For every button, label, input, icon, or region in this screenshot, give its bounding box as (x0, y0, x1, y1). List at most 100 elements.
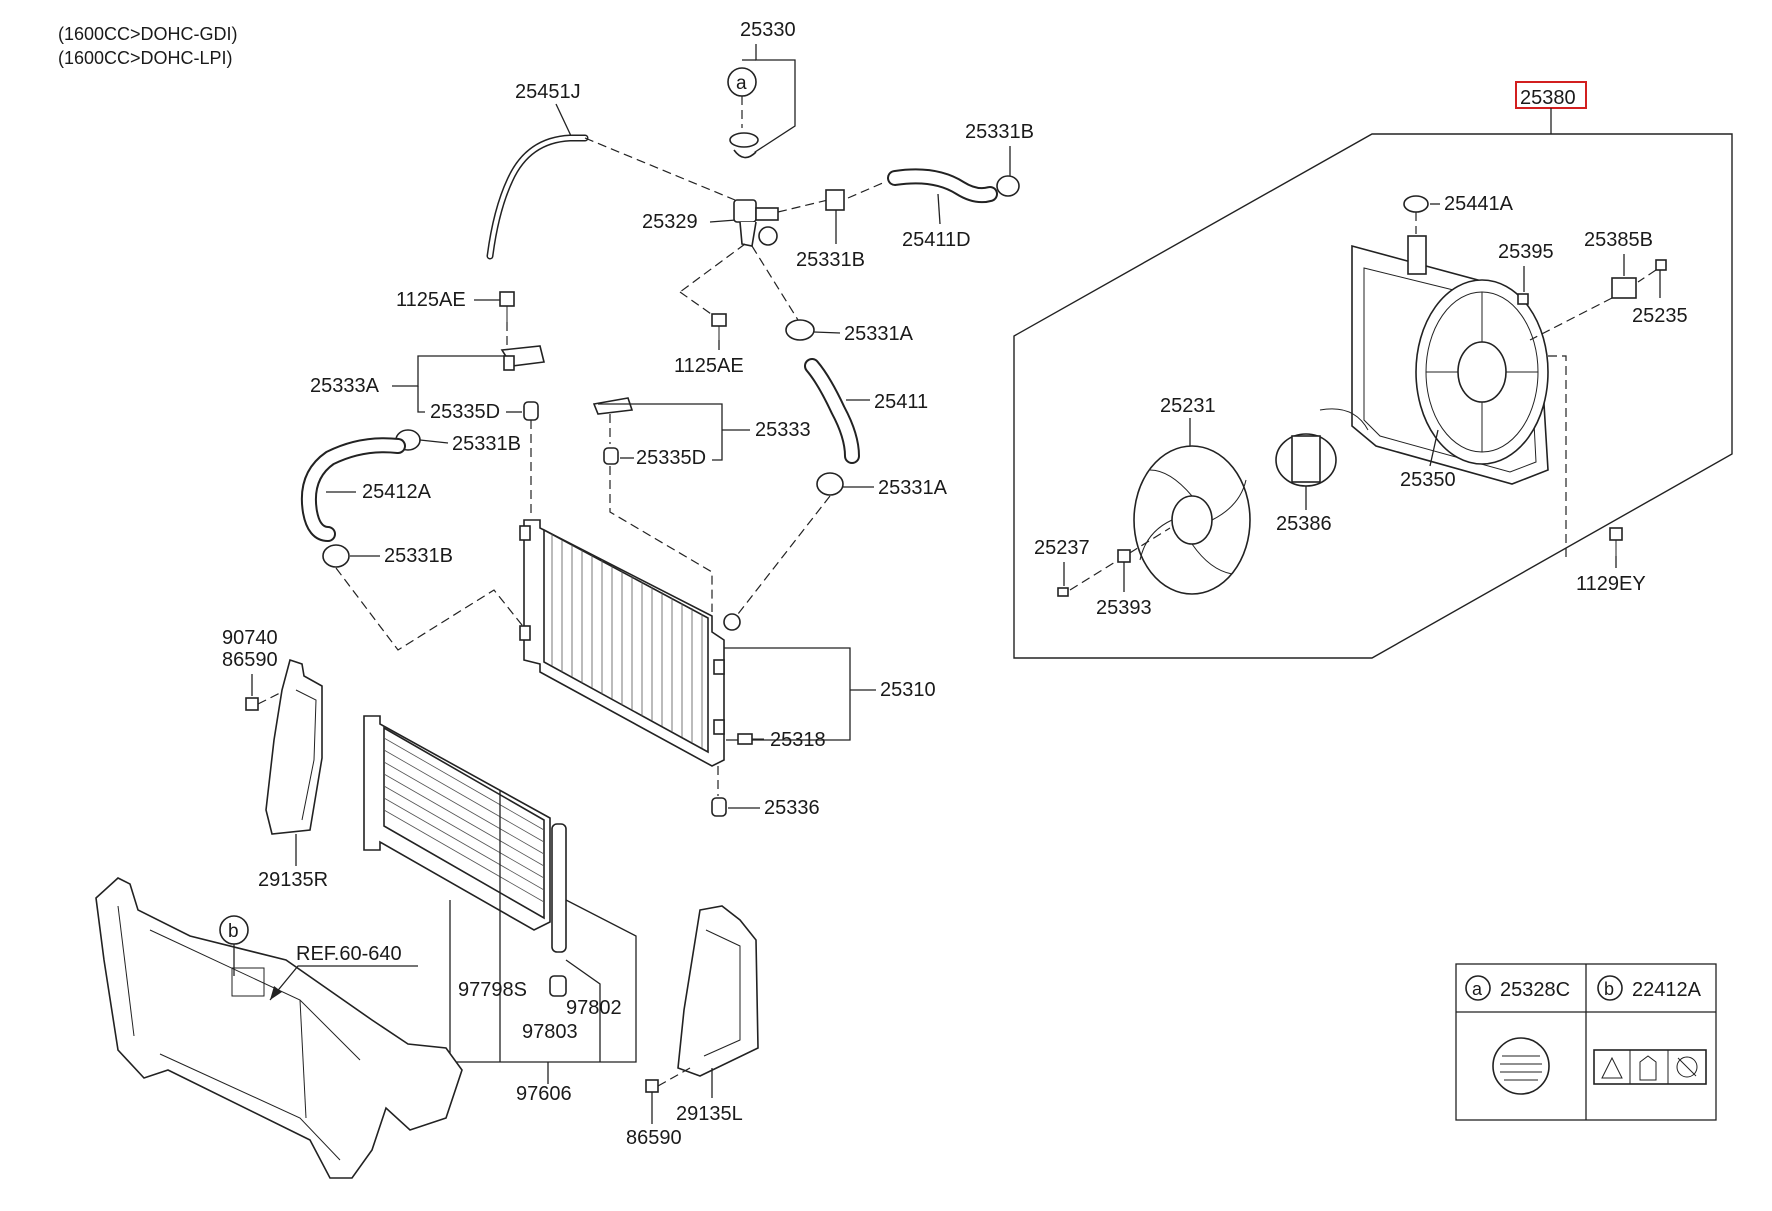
leader-25330 (751, 44, 796, 155)
part-label-29135R[interactable]: 29135R (258, 869, 328, 891)
part-label-97803[interactable]: 97803 (522, 1021, 578, 1043)
part-label-25331A-mid[interactable]: 25331A (878, 477, 948, 499)
part-label-25380: 25380 (1520, 87, 1576, 109)
part-label-25395[interactable]: 25395 (1498, 241, 1554, 263)
part-label-25380-box[interactable]: 25380 (1515, 81, 1587, 109)
part-label-25330[interactable]: 25330 (740, 19, 796, 41)
leader-25331A-top (813, 331, 841, 334)
dash-filler-to-clamp-b (777, 199, 829, 213)
rubber-grommet-icon (711, 797, 727, 817)
air-guard-left-icon (677, 905, 759, 1077)
part-label-25350[interactable]: 25350 (1400, 469, 1456, 491)
part-label-ref-60-640[interactable]: REF.60-640 (296, 943, 402, 965)
arrow-head-icon (270, 986, 282, 1000)
part-label-25235[interactable]: 25235 (1632, 305, 1688, 327)
leader-25333 (598, 403, 723, 461)
leader-25350 (1429, 429, 1439, 467)
part-label-25412A[interactable]: 25412A (362, 481, 432, 503)
part-label-25331A-top[interactable]: 25331A (844, 323, 914, 345)
bolt-icon (499, 291, 515, 322)
hose-clamp-icon (816, 472, 844, 496)
dash-hose-clamp (847, 181, 886, 199)
fan-blade-icon (1133, 445, 1251, 595)
warning-label-sticker-icon (1593, 1049, 1707, 1085)
part-label-25411D[interactable]: 25411D (902, 229, 971, 251)
part-label-86590-top[interactable]: 86590 (222, 649, 278, 671)
radiator-cap-icon (729, 132, 759, 159)
shroud-cap-icon (1403, 195, 1429, 213)
part-label-29135L[interactable]: 29135L (676, 1103, 743, 1125)
hose-clamp-icon (825, 189, 845, 211)
hose-clamp-icon (785, 319, 815, 341)
leader-25310 (724, 647, 851, 741)
coolant-label-sticker-icon (1492, 1037, 1550, 1095)
legend-table: a 25328C b 22412A (1455, 963, 1717, 1121)
part-label-25336[interactable]: 25336 (764, 797, 820, 819)
rubber-grommet-icon (523, 401, 539, 421)
part-label-25331B-top[interactable]: 25331B (965, 121, 1034, 143)
leader-25329 (709, 219, 737, 223)
svg-text:a: a (736, 73, 747, 94)
part-label-25335D-left[interactable]: 25335D (430, 401, 500, 423)
callout-b-marker[interactable]: b (219, 915, 249, 945)
part-label-1129EY[interactable]: 1129EY (1576, 573, 1646, 595)
clip-icon (1517, 293, 1529, 305)
screw-icon (1655, 259, 1667, 271)
hose-clamp-icon (322, 544, 350, 568)
leader-25331B-left (419, 439, 449, 444)
engine-note-gdi: (1600CC>DOHC-GDI) (58, 24, 238, 44)
part-label-25441A[interactable]: 25441A (1444, 193, 1514, 215)
clip-icon (645, 1079, 659, 1093)
fan-shroud-icon (1351, 235, 1549, 485)
engine-note-lpi: (1600CC>DOHC-LPI) (58, 48, 233, 68)
clip-icon (245, 697, 259, 711)
part-label-25331B-left[interactable]: 25331B (452, 433, 521, 455)
dash-25451J (584, 137, 736, 201)
part-label-97798S[interactable]: 97798S (458, 979, 527, 1001)
legend-b-part[interactable]: 22412A (1632, 979, 1702, 1001)
part-label-90740[interactable]: 90740 (222, 627, 278, 649)
part-label-25385B[interactable]: 25385B (1584, 229, 1653, 251)
leader-25333A-b (417, 386, 425, 413)
leader-25451J (555, 103, 573, 139)
part-label-97606[interactable]: 97606 (516, 1083, 572, 1105)
part-label-97802[interactable]: 97802 (566, 997, 622, 1019)
part-label-25231[interactable]: 25231 (1160, 395, 1216, 417)
part-label-25331B-bottom[interactable]: 25331B (384, 545, 453, 567)
part-label-86590-bottom[interactable]: 86590 (626, 1127, 682, 1149)
callout-a-marker[interactable]: a (727, 67, 757, 97)
part-label-25333A[interactable]: 25333A (310, 375, 380, 397)
dash-filler-to-clamp (751, 245, 799, 321)
legend-a-part[interactable]: 25328C (1500, 979, 1570, 1001)
filler-neck-icon (733, 199, 779, 247)
part-label-25451J[interactable]: 25451J (515, 81, 581, 103)
part-label-1125AE-mid[interactable]: 1125AE (674, 355, 744, 377)
part-label-1125AE-left[interactable]: 1125AE (396, 289, 466, 311)
legend-b-letter: b (1604, 979, 1614, 999)
part-label-25329[interactable]: 25329 (642, 211, 698, 233)
mounting-bracket-icon (500, 345, 545, 371)
fan-resistor-icon (1611, 277, 1637, 299)
leader-25333A (392, 355, 505, 387)
part-label-25386[interactable]: 25386 (1276, 513, 1332, 535)
clip-icon (1117, 549, 1131, 563)
part-label-25335D-right[interactable]: 25335D (636, 447, 706, 469)
part-label-25411[interactable]: 25411 (874, 391, 928, 413)
part-label-25318[interactable]: 25318 (770, 729, 826, 751)
part-label-25333[interactable]: 25333 (755, 419, 811, 441)
part-label-25310[interactable]: 25310 (880, 679, 936, 701)
hose-clamp-icon (996, 175, 1020, 197)
nut-icon (1057, 587, 1069, 597)
legend-a-letter: a (1472, 979, 1483, 999)
air-guard-right-icon (265, 658, 323, 835)
part-label-25237[interactable]: 25237 (1034, 537, 1090, 559)
drain-plug-icon (737, 733, 764, 745)
radiator-assembly-icon (519, 519, 741, 767)
leader-97606-frame (449, 899, 637, 1063)
leader-ref-60-640 (269, 965, 418, 1001)
front-end-module-icon (95, 877, 463, 1179)
part-label-25331B-mid[interactable]: 25331B (796, 249, 865, 271)
bolt-icon (711, 313, 727, 340)
part-label-25393[interactable]: 25393 (1096, 597, 1152, 619)
